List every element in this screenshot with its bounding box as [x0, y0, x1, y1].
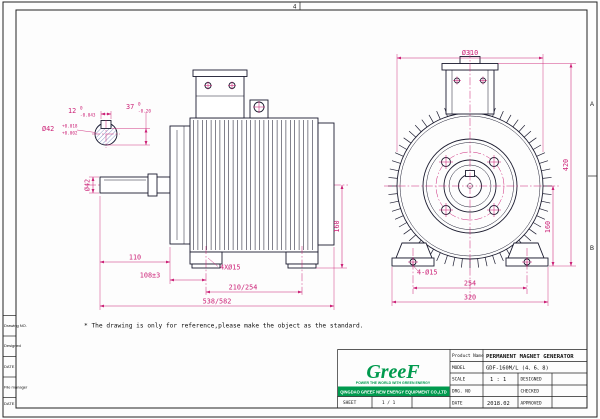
dim-foot-front: 108±3: [140, 272, 160, 280]
dim-foot-holes: 4XØ15: [220, 264, 240, 272]
cooling-fins-side: [193, 120, 313, 250]
checked-label: CHECKED: [521, 389, 540, 395]
zone-label-top: 4: [293, 5, 297, 11]
approved-label: APPROVED: [521, 401, 543, 407]
company-bar: [338, 386, 450, 397]
product-name-value: PERMANENT MAGNET GENERATOR: [486, 354, 574, 360]
left-margin-strip: Drawing NO. Designed DATE File manager D…: [3, 315, 28, 406]
company-logo: GreeF: [366, 361, 420, 383]
title-block: GreeF POWER THE WORLD WITH GREEN ENERGY …: [337, 349, 587, 408]
dim-overall-height: 420: [562, 159, 570, 171]
dim-key-depth-tol-low: -0.20: [138, 109, 151, 115]
dim-body-diameter: Ø310: [462, 49, 478, 57]
side-view-dimensions: 12 0 -0.043 37 0 -0.20 Ø42 +0.018 +0.002…: [42, 102, 347, 310]
sheet-value: 1 / 1: [382, 400, 396, 406]
product-name-label: Product Name: [452, 353, 484, 359]
drg-no-label: DRG. NO: [452, 389, 471, 395]
motor-side-view: [88, 69, 348, 296]
strip-label-drawing-no: Drawing NO.: [4, 323, 27, 328]
zone-label-a: A: [590, 102, 594, 108]
front-view-dimensions: Ø310 420 160 254 320 4-Ø15: [391, 49, 576, 306]
dim-key-width-tol-low: -0.043: [80, 113, 96, 119]
dim-detail-shaft-dia: Ø42: [42, 125, 54, 133]
dim-key-depth: 37: [126, 103, 134, 111]
strip-label-file-manager: File manager: [4, 385, 28, 390]
dim-center-height-front: 160: [544, 221, 552, 233]
dim-key-depth-tol-up: 0: [138, 102, 141, 108]
designed-label: DESIGNED: [521, 377, 543, 383]
dim-shaft-dia: Ø42: [84, 179, 92, 191]
dim-base-holes: 4-Ø15: [417, 269, 437, 277]
sheet-label: SHEET: [343, 400, 357, 406]
model-label: MODEL: [452, 365, 466, 371]
dim-detail-shaft-dia-tol-up: +0.018: [62, 124, 78, 130]
date-value: 2018.02: [487, 401, 510, 407]
dim-base-width: 320: [464, 294, 476, 302]
logo-tagline: POWER THE WORLD WITH GREEN ENERGY: [356, 381, 431, 385]
model-value: GDF-160M/L (4、6、8): [486, 366, 549, 372]
dim-foot-span: 210/254: [229, 284, 258, 292]
scale-label: SCALE: [452, 377, 466, 383]
company-name: QINGDAO GREEF NEW ENERGY EQUIPMENT CO.,L…: [340, 390, 447, 395]
reference-note: * The drawing is only for reference,plea…: [84, 323, 363, 330]
center-mark-crosses: [204, 76, 532, 267]
strip-label-designed: Designed: [4, 343, 21, 348]
dim-key-width-tol-up: 0: [80, 106, 83, 112]
scale-value: 1 : 1: [490, 377, 506, 383]
shaft-key-detail: [92, 120, 120, 148]
dim-center-height-side: 160: [333, 220, 341, 232]
dim-hole-span: 254: [464, 280, 476, 288]
dim-overall-length: 538/582: [203, 298, 232, 306]
motor-front-view: [384, 50, 560, 298]
date-label: DATE: [452, 401, 463, 407]
dim-shaft-length: 110: [129, 254, 141, 262]
dim-detail-shaft-dia-tol-low: +0.002: [62, 131, 78, 137]
zone-label-b: B: [590, 246, 594, 252]
dim-key-width: 12: [68, 107, 76, 115]
strip-label-date1: DATE: [4, 364, 15, 369]
strip-label-date2: DATE: [4, 401, 15, 406]
